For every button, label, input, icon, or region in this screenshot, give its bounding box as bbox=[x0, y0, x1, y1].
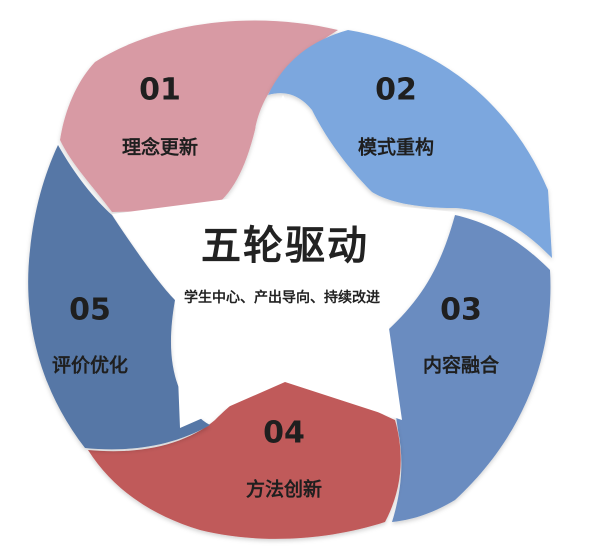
center-title: 五轮驱动 bbox=[201, 223, 369, 269]
segment-04-number: 04 bbox=[263, 415, 305, 451]
segment-02-shape bbox=[268, 30, 552, 258]
segment-05-number: 05 bbox=[69, 292, 111, 328]
center-subtitle: 学生中心、产出导向、持续改进 bbox=[184, 290, 380, 306]
segment-02-label: 模式重构 bbox=[357, 136, 435, 159]
center-star-shape bbox=[112, 95, 455, 428]
segment-05-shape bbox=[28, 145, 211, 450]
segment-03-label: 内容融合 bbox=[422, 354, 500, 377]
segment-05-label: 评价优化 bbox=[51, 354, 129, 377]
segment-03-number: 03 bbox=[440, 292, 482, 328]
segment-04-label: 方法创新 bbox=[245, 478, 323, 501]
segment-01-shape bbox=[60, 20, 338, 212]
segment-04-shape bbox=[88, 380, 401, 539]
segment-01-label: 理念更新 bbox=[121, 136, 199, 159]
segment-03-shape bbox=[388, 215, 551, 522]
segment-02-number: 02 bbox=[375, 72, 417, 108]
segment-01-number: 01 bbox=[139, 72, 181, 108]
